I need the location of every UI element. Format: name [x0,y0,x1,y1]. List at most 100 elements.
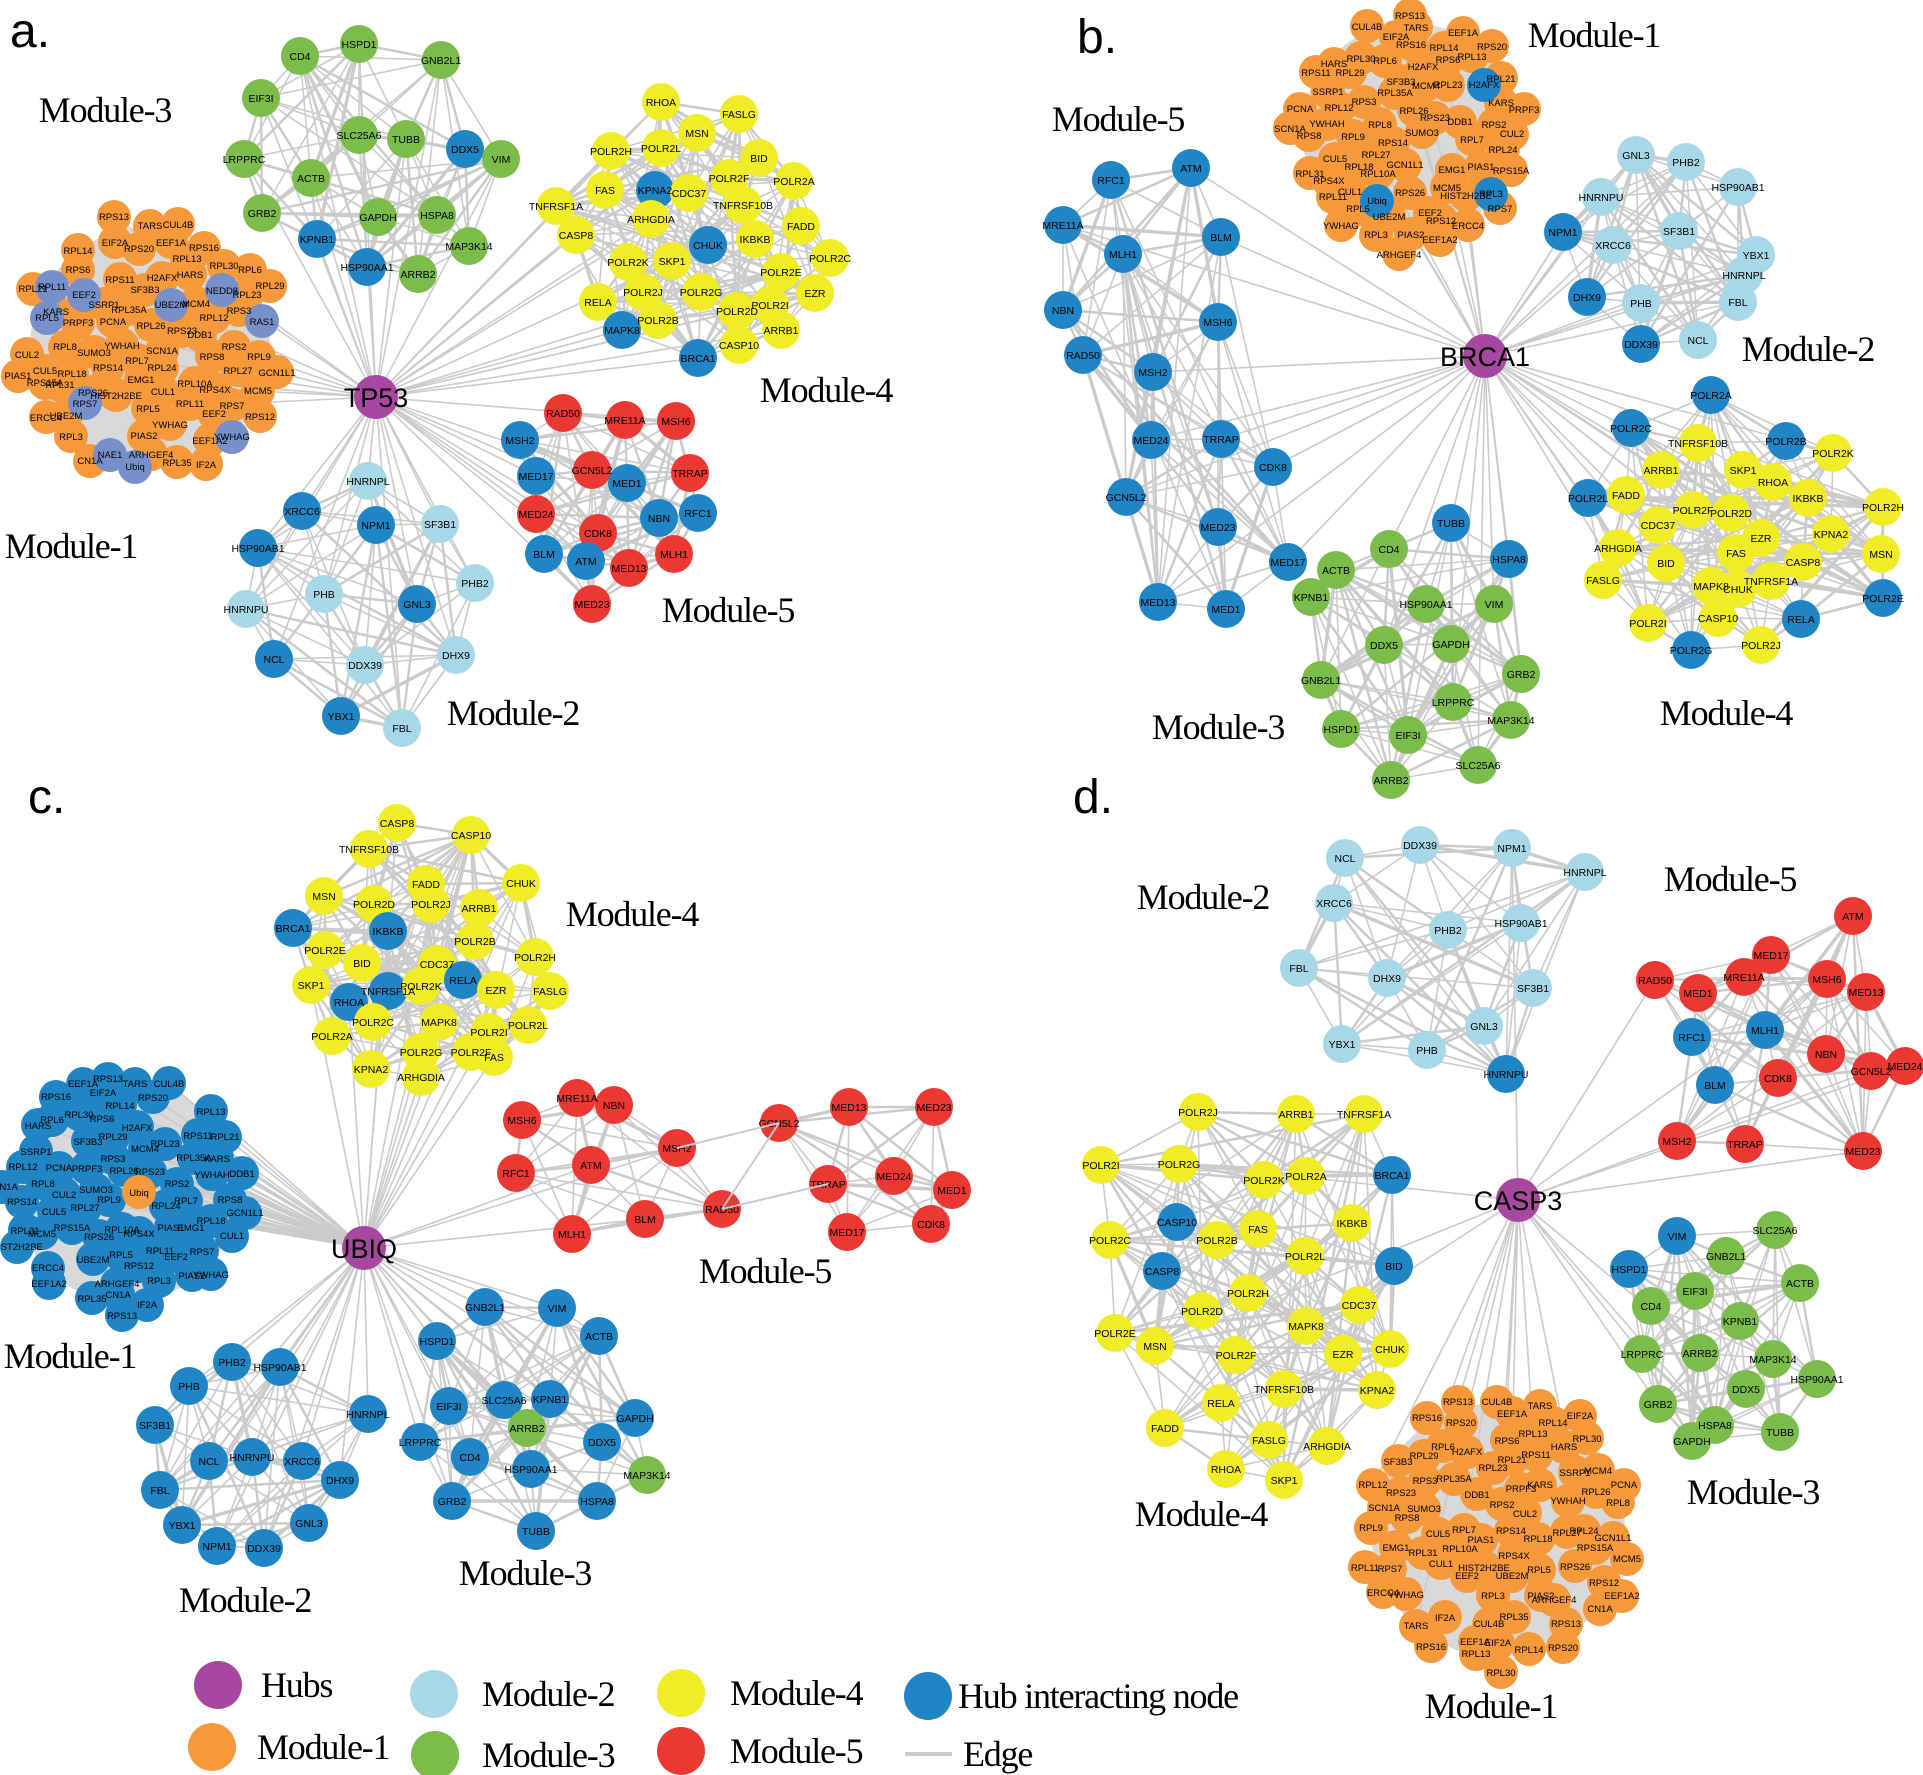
svg-text:CN1A: CN1A [1587,1604,1613,1615]
svg-text:Module-1: Module-1 [4,1336,136,1376]
svg-text:RPS23: RPS23 [1386,1488,1416,1499]
svg-text:Module-4: Module-4 [566,894,700,934]
svg-text:RPS11: RPS11 [183,1131,212,1142]
svg-text:BRCA1: BRCA1 [1440,342,1530,372]
svg-text:RPL14: RPL14 [63,246,92,257]
svg-text:PIAS2: PIAS2 [1398,230,1425,241]
svg-text:RAD50: RAD50 [546,408,580,420]
svg-text:CUL2: CUL2 [1500,129,1524,140]
svg-text:CASP8: CASP8 [380,818,415,830]
svg-text:RPS13: RPS13 [99,212,129,223]
svg-text:ARRB2: ARRB2 [400,269,435,281]
svg-text:RPL14: RPL14 [1429,43,1458,54]
svg-text:CUL5: CUL5 [42,1207,66,1218]
svg-text:RPL3: RPL3 [59,432,83,443]
svg-text:RPL5: RPL5 [136,404,160,415]
svg-text:HSPA8: HSPA8 [1698,1420,1732,1432]
svg-text:POLR2A: POLR2A [773,176,814,188]
svg-text:SF3B3: SF3B3 [1386,77,1415,88]
svg-text:RPS26: RPS26 [1395,188,1425,199]
svg-text:KPNB1: KPNB1 [1294,592,1329,604]
svg-text:MED13: MED13 [831,1102,866,1114]
svg-text:TP53: TP53 [344,383,409,413]
svg-text:RPL31: RPL31 [10,1226,39,1237]
svg-text:NPM1: NPM1 [1548,227,1577,239]
svg-text:H2AFX: H2AFX [147,273,178,284]
svg-text:RPS6: RPS6 [66,265,91,276]
svg-text:HNRNPU: HNRNPU [1579,192,1624,204]
svg-text:RPL9: RPL9 [247,352,271,363]
svg-text:RPS3: RPS3 [1352,97,1377,108]
svg-text:RPS8: RPS8 [1297,131,1322,142]
svg-text:HSPD1: HSPD1 [1323,724,1358,736]
svg-text:HIST2H2BE: HIST2H2BE [90,391,142,402]
svg-text:RPL12: RPL12 [199,313,228,324]
svg-text:ACTB: ACTB [1786,1278,1814,1290]
svg-text:RPS7: RPS7 [190,1247,215,1258]
svg-text:KPNB1: KPNB1 [300,234,335,246]
svg-text:TARS: TARS [1528,1401,1553,1412]
svg-text:TNFRSF10B: TNFRSF10B [1668,438,1728,450]
svg-text:POLR2H: POLR2H [1227,1288,1269,1300]
svg-text:RPS3: RPS3 [1413,1476,1438,1487]
svg-text:MED1: MED1 [1683,988,1712,1000]
svg-text:RPL13: RPL13 [1457,52,1486,63]
svg-text:POLR2C: POLR2C [352,1017,394,1029]
svg-text:b.: b. [1077,11,1117,64]
svg-text:CUL2: CUL2 [15,350,39,361]
svg-text:BID: BID [1385,1261,1403,1273]
svg-text:HSPD1: HSPD1 [419,1336,454,1348]
svg-text:EMG1: EMG1 [178,1223,205,1234]
svg-text:SF3B3: SF3B3 [73,1137,102,1148]
svg-text:IKBKB: IKBKB [1337,1218,1368,1230]
svg-text:FAS: FAS [1726,548,1746,560]
svg-text:GRB2: GRB2 [248,208,277,220]
svg-text:H2AFX: H2AFX [1408,62,1439,73]
svg-text:RPS23: RPS23 [167,326,197,337]
svg-text:SLC25A6: SLC25A6 [1456,760,1501,772]
svg-text:UBE2M: UBE2M [50,411,83,422]
svg-text:CUL4B: CUL4B [1474,1619,1505,1630]
svg-text:RPL13: RPL13 [172,254,201,265]
svg-text:RPL6: RPL6 [1373,56,1397,67]
svg-text:Module-3: Module-3 [1152,707,1285,747]
svg-text:TNFRSF1A: TNFRSF1A [529,201,583,213]
svg-text:SSRP1: SSRP1 [1559,1468,1590,1479]
svg-text:ATM: ATM [1842,911,1863,923]
svg-text:YBX1: YBX1 [1743,250,1770,262]
svg-text:CDC37: CDC37 [420,959,455,971]
svg-text:POLR2A: POLR2A [311,1031,352,1043]
svg-text:RPL29: RPL29 [98,1132,127,1143]
svg-text:PHB: PHB [178,1381,200,1393]
svg-text:Ubiq: Ubiq [129,1188,149,1199]
svg-text:MRE11A: MRE11A [556,1093,597,1105]
svg-text:VIM: VIM [548,1303,567,1315]
svg-text:RAD50: RAD50 [1638,975,1672,987]
svg-text:ACTB: ACTB [585,1331,613,1343]
svg-text:BID: BID [1657,558,1675,570]
svg-text:BLM: BLM [634,1214,656,1226]
svg-text:ERCC4: ERCC4 [1367,1588,1399,1599]
svg-text:ARHGEF4: ARHGEF4 [1532,1595,1577,1606]
svg-text:RPS7: RPS7 [73,399,98,410]
svg-text:RPL5: RPL5 [35,313,59,324]
svg-text:FASLG: FASLG [533,986,567,998]
svg-text:IF2A: IF2A [1435,1613,1456,1624]
svg-text:RPS13: RPS13 [1443,1397,1473,1408]
svg-text:RPL11: RPL11 [1319,192,1347,203]
svg-text:c.: c. [28,771,65,824]
svg-text:ARRB1: ARRB1 [1278,1109,1313,1121]
svg-text:RPS23: RPS23 [1420,113,1450,124]
svg-text:IKBKB: IKBKB [373,926,404,938]
svg-text:MCM5: MCM5 [244,386,272,397]
svg-text:DDX5: DDX5 [451,144,479,156]
svg-text:DDB1: DDB1 [1464,1490,1489,1501]
svg-text:CUL2: CUL2 [1513,1509,1537,1520]
svg-text:YWHAH: YWHAH [104,341,140,352]
svg-text:SLC25A6: SLC25A6 [482,1395,527,1407]
svg-text:RPS13: RPS13 [1551,1619,1581,1630]
svg-text:RPL23: RPL23 [150,1139,179,1150]
svg-text:RPL31: RPL31 [1408,1548,1437,1559]
svg-text:CUL5: CUL5 [1323,154,1347,165]
svg-text:RPL21: RPL21 [1486,74,1515,85]
